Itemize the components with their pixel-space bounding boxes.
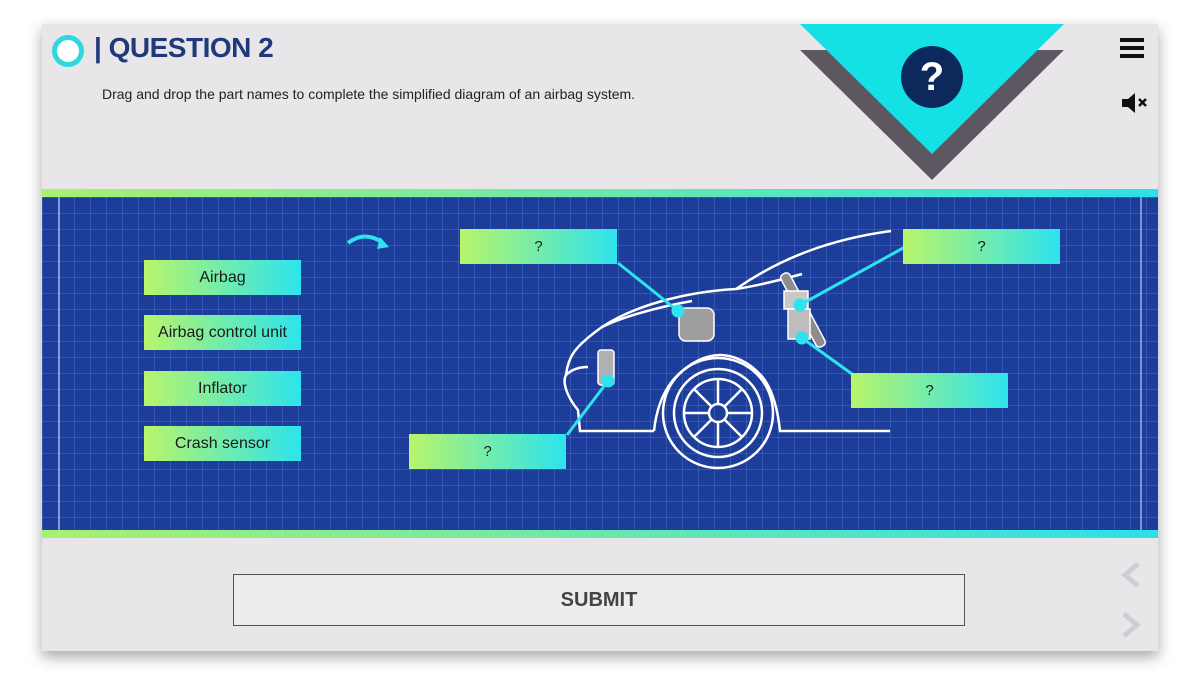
menu-icon[interactable] [1120,38,1144,62]
wheel [661,356,775,470]
stage-bottom-border [42,530,1158,538]
timer-icon [52,35,84,67]
next-icon[interactable] [1118,610,1144,640]
diagram-stage: Airbag Airbag control unit Inflator Cras… [42,197,1158,530]
mute-icon[interactable] [1120,90,1150,116]
question-title: | QUESTION 2 [94,32,274,63]
frame-line-right [1140,197,1142,530]
drop-target-airbag[interactable]: ? [903,229,1060,264]
option-crash-sensor[interactable]: Crash sensor [144,426,301,461]
prev-icon[interactable] [1118,560,1144,590]
option-airbag-control-unit[interactable]: Airbag control unit [144,315,301,350]
drop-target-crash-sensor[interactable]: ? [409,434,566,469]
airbag-diagram [346,229,906,470]
control-unit-part [678,307,715,342]
instructions-text: Drag and drop the part names to complete… [102,86,636,102]
frame-line-left [58,197,60,530]
option-airbag[interactable]: Airbag [144,260,301,295]
drop-target-inflator[interactable]: ? [851,373,1008,408]
reset-icon[interactable] [346,234,389,250]
option-inflator[interactable]: Inflator [144,371,301,406]
car-outline [563,229,892,433]
drop-target-control-unit[interactable]: ? [460,229,617,264]
connector-lines [565,245,906,436]
help-button[interactable]: ? [901,46,963,108]
stage-top-border [42,189,1158,197]
submit-button[interactable]: SUBMIT [233,574,965,626]
quiz-card: | QUESTION 2 Drag and drop the part name… [42,24,1158,651]
